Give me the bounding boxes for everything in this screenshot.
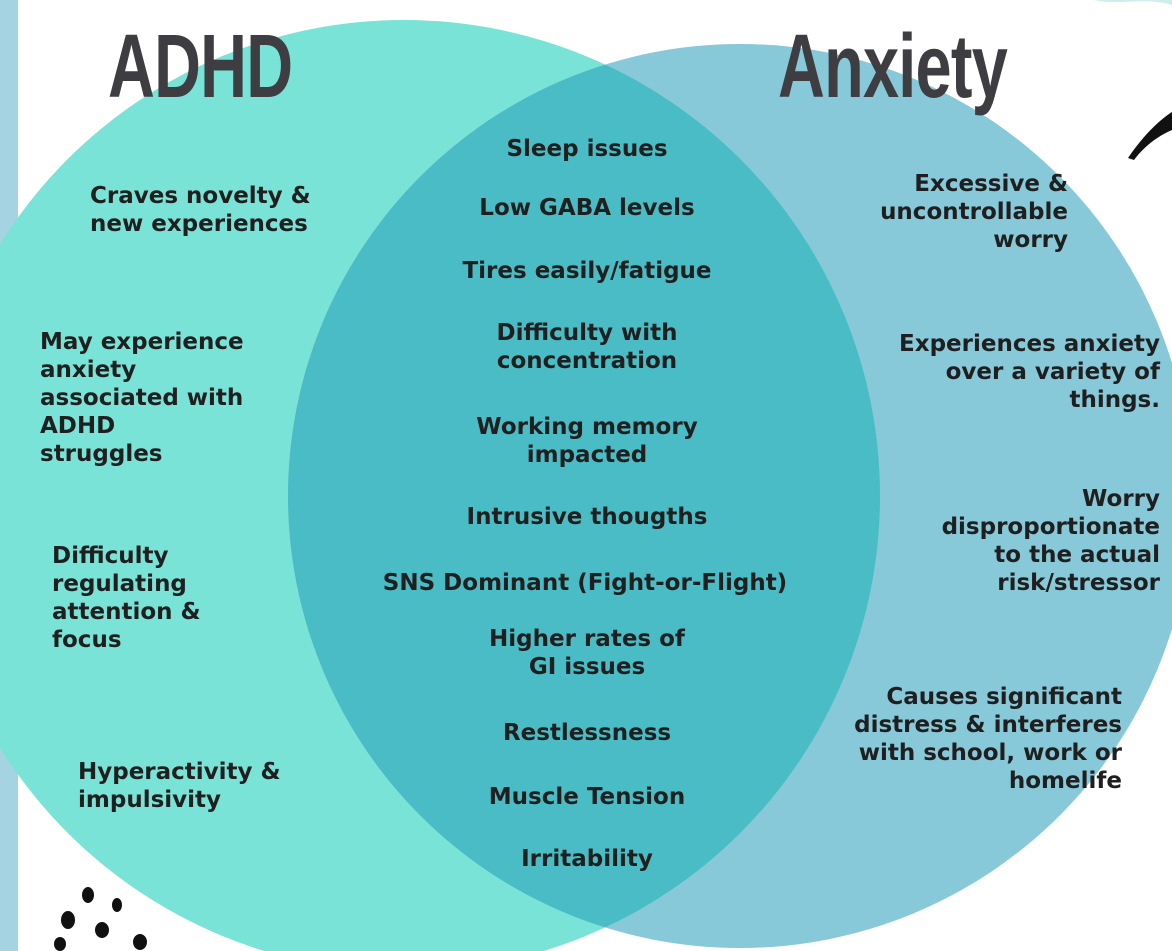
overlap-region: [288, 44, 880, 948]
decor-dot: [95, 922, 109, 938]
shared-item: Tires easily/fatigue: [462, 258, 712, 284]
adhd-item: May experience anxiety associated with A…: [40, 329, 244, 467]
anxiety-item: Excessive & uncontrollable worry: [880, 171, 1068, 253]
anxiety-item: Causes significant distress & interferes…: [854, 684, 1122, 794]
shared-item: Low GABA levels: [479, 195, 695, 221]
anxiety-item: Worry disproportionate to the actual ris…: [941, 486, 1160, 596]
black-arc-decoration: [1128, 112, 1172, 160]
decor-dot: [133, 934, 147, 950]
shared-item: Difficulty with concentration: [496, 320, 678, 374]
dot-cluster-decoration: [54, 887, 147, 951]
brush-stroke-decoration: [1094, 0, 1172, 5]
decor-dot: [61, 911, 75, 929]
shared-item: Intrusive thougths: [466, 504, 708, 530]
decor-dot: [54, 937, 66, 951]
adhd-item: Craves novelty & new experiences: [90, 183, 311, 237]
shared-item: Muscle Tension: [488, 784, 686, 810]
shared-item: Restlessness: [502, 720, 672, 746]
shared-item: Working memory impacted: [476, 414, 698, 468]
anxiety-title: Anxiety: [778, 17, 1008, 117]
adhd-title: ADHD: [108, 17, 293, 117]
adhd-item: Hyperactivity & impulsivity: [78, 759, 281, 813]
decor-dot: [82, 887, 94, 903]
shared-item: Irritability: [521, 846, 653, 872]
shared-item: Higher rates of GI issues: [489, 626, 685, 680]
decor-dot: [112, 898, 122, 912]
anxiety-item: Experiences anxiety over a variety of th…: [899, 331, 1160, 413]
shared-item: SNS Dominant (Fight-or-Flight): [382, 570, 788, 596]
adhd-item: Difficulty regulating attention & focus: [52, 543, 201, 653]
shared-item: Sleep issues: [506, 136, 668, 162]
